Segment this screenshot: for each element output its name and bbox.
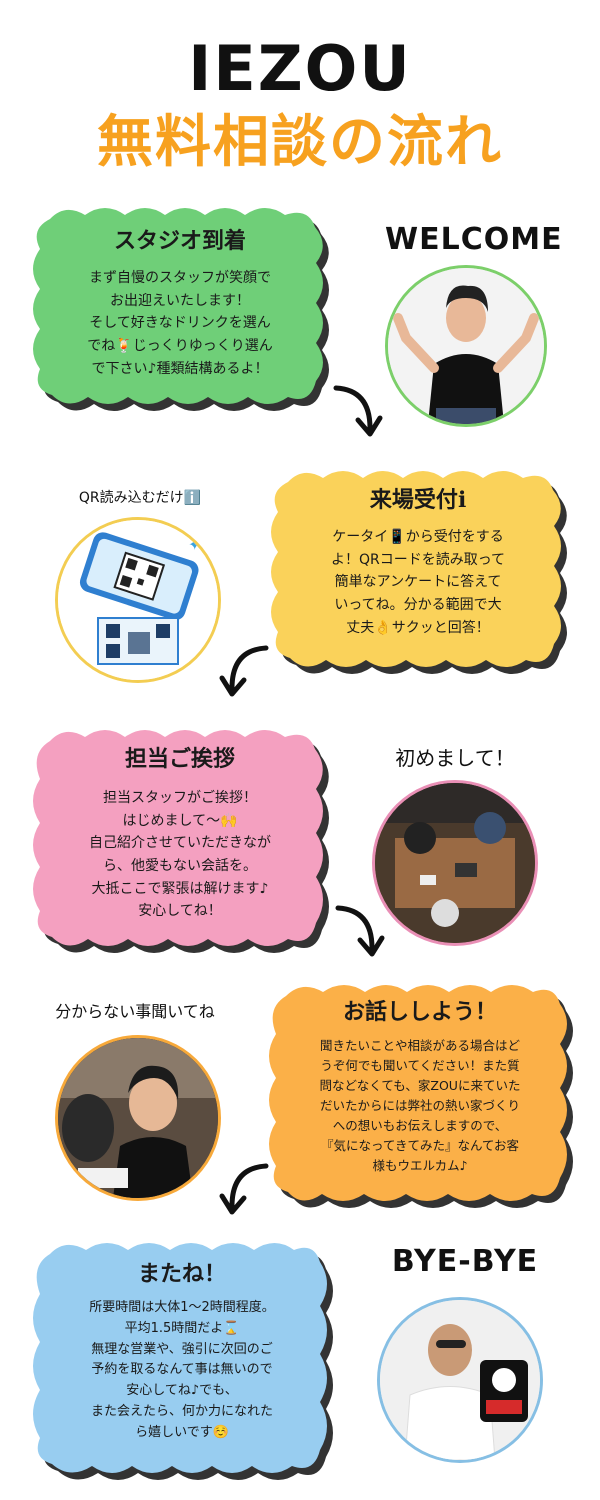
step-arrival-card: スタジオ到着 まず自慢のスタッフが笑顔で お出迎えいたします！ そして好きなドリ… <box>30 205 330 411</box>
step-text-line: への想いもお伝えしますので、 <box>332 1118 508 1133</box>
brand-logo: IEZOU <box>188 32 412 105</box>
step-text-line: お出迎えいたします！ <box>110 292 250 309</box>
meeting-table-photo <box>372 780 538 946</box>
step-text-line: いってね。分かる範囲で大 <box>334 597 502 614</box>
side-label-welcome: WELCOME <box>385 222 563 257</box>
step-text-line: まず自慢のスタッフが笑顔で <box>89 270 271 286</box>
cloud-shape <box>269 985 573 1208</box>
step-text-line: 様もウエルカム♪ <box>372 1158 468 1173</box>
curved-arrow-icon <box>219 645 269 697</box>
step-text-line: そして好きなドリンクを選ん <box>89 315 271 332</box>
curved-arrow-icon <box>333 385 383 437</box>
cloud-shape <box>271 471 567 674</box>
curved-arrow-icon <box>335 905 385 957</box>
step-text-line: 問などなくても、家ZOUに来ていた <box>319 1078 521 1093</box>
page-title: 無料相談の流れ <box>97 110 503 175</box>
step-title: 担当ご挨拶 <box>124 747 235 772</box>
step-text-line: 簡単なアンケートに答えて <box>334 574 502 591</box>
step-text-line: また会えたら、何か力になれた <box>90 1403 273 1419</box>
step-text-line: 自己紹介させていただきなが <box>89 835 271 852</box>
step-text-line: 無理な営業や、強引に次回のご <box>91 1341 273 1357</box>
step-text-line: 安心してね♪でも、 <box>126 1383 238 1399</box>
step-title: 来場受付ℹ︎ <box>369 488 467 513</box>
step-text-line: うぞ何でも聞いてください！また質 <box>320 1058 520 1073</box>
step-text-line: 予約を取るなんて事は無いので <box>91 1362 273 1378</box>
cloud-shape <box>33 730 329 953</box>
step-text-line: はじめまして〜🙌 <box>122 812 238 829</box>
step-title: またね！ <box>137 1262 226 1287</box>
step-text-line: だいたからには弊社の熱い家づくり <box>319 1098 520 1113</box>
cloud-shape <box>33 208 329 411</box>
step-talk-card: お話ししよう！ 聞きたいことや相談がある場合はど うぞ何でも聞いてください！また… <box>266 982 574 1208</box>
step-text-line: 平均1.5時間だよ⌛ <box>124 1320 240 1336</box>
side-label-byebye: BYE-BYE <box>391 1244 539 1279</box>
step-text-line: 担当スタッフがご挨拶！ <box>103 790 257 806</box>
step-text-line: 大抵ここで緊張は解けます♪ <box>91 880 269 897</box>
step-text-line: ら、他愛もない会話を。 <box>103 858 257 875</box>
step-text-line: 聞きたいことや相談がある場合はど <box>319 1038 520 1053</box>
svg-text:✦: ✦ <box>188 535 201 554</box>
step-title: スタジオ到着 <box>113 229 246 254</box>
step-text-line: 所要時間は大体1〜2時間程度。 <box>89 1300 275 1315</box>
curved-arrow-icon <box>219 1163 269 1215</box>
staff-with-logo-photo <box>377 1297 543 1463</box>
side-label-qr: QR読み込むだけℹ️ <box>78 490 202 506</box>
step-title: お話ししよう！ <box>342 1000 497 1025</box>
step-text-line: 安心してね！ <box>138 903 222 920</box>
step-reception-card: 来場受付ℹ︎ ケータイ📱から受付をする よ！QRコードを読み取って 簡単なアンケ… <box>268 468 568 674</box>
cloud-shape <box>33 1243 333 1480</box>
staff-waving-photo <box>385 265 547 427</box>
step-text-line: 丈夫👌サクッと回答！ <box>346 619 490 636</box>
side-label-hajimemashite: 初めまして！ <box>395 746 515 770</box>
step-text-line: ケータイ📱から受付をする <box>332 529 504 545</box>
step-text-line: で下さい♪種類結構あるよ！ <box>91 360 269 377</box>
step-goodbye-card: またね！ 所要時間は大体1〜2時間程度。 平均1.5時間だよ⌛ 無理な営業や、強… <box>30 1240 334 1480</box>
side-label-questions: 分からない事聞いてね <box>55 1002 215 1021</box>
step-greeting-card: 担当ご挨拶 担当スタッフがご挨拶！ はじめまして〜🙌 自己紹介させていただきなが… <box>30 727 330 953</box>
step-text-line: でね🍹じっくりゆっくり選ん <box>87 338 273 355</box>
step-text-line: よ！QRコードを読み取って <box>330 551 506 568</box>
smiling-woman-photo <box>55 1035 221 1201</box>
step-text-line: 『気になってきてみた』なんてお客 <box>320 1138 519 1153</box>
step-text-line: ら嬉しいです☺️ <box>135 1424 229 1440</box>
qr-phone-illustration: ✦ <box>55 517 221 683</box>
